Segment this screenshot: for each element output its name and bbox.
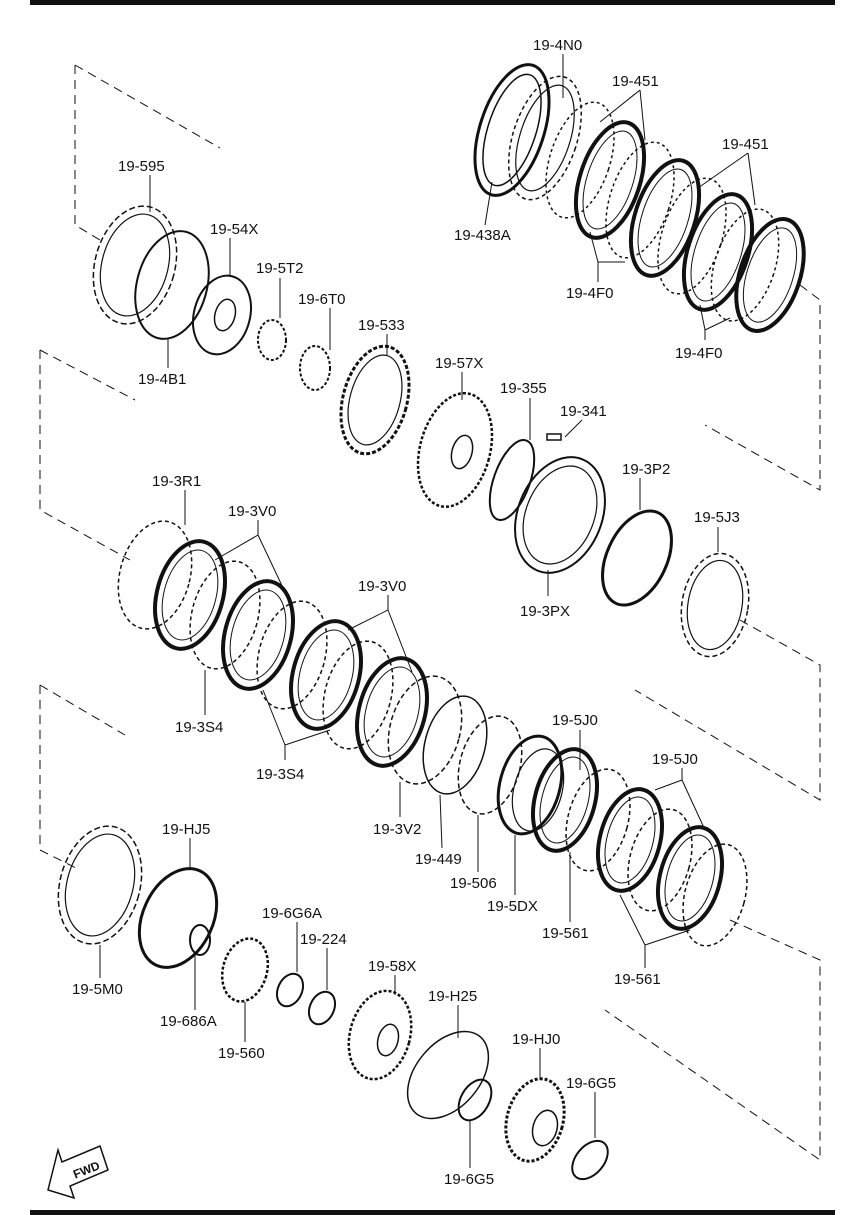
label-19-5DX: 19-5DX — [487, 898, 538, 915]
label-19-449: 19-449 — [415, 851, 462, 868]
label-19-561-a: 19-561 — [542, 925, 589, 942]
label-19-451-b: 19-451 — [722, 136, 769, 153]
top-border — [30, 0, 835, 5]
label-19-4B1: 19-4B1 — [138, 371, 186, 388]
label-19-6G5-a: 19-6G5 — [566, 1075, 616, 1092]
label-19-3V0-a: 19-3V0 — [228, 503, 276, 520]
label-19-HJ5: 19-HJ5 — [162, 821, 210, 838]
label-19-3S4-b: 19-3S4 — [256, 766, 304, 783]
label-19-595: 19-595 — [118, 158, 165, 175]
label-19-3PX: 19-3PX — [520, 603, 570, 620]
planetary-lower-group — [57, 825, 609, 1181]
label-19-57X: 19-57X — [435, 355, 483, 372]
label-19-3P2: 19-3P2 — [622, 461, 670, 478]
label-19-3S4-a: 19-3S4 — [175, 719, 223, 736]
label-19-561-b: 19-561 — [614, 971, 661, 988]
label-19-355: 19-355 — [500, 380, 547, 397]
label-19-5J0-b: 19-5J0 — [652, 751, 698, 768]
label-19-H25: 19-H25 — [428, 988, 477, 1005]
planetary-upper-group — [92, 205, 750, 658]
label-19-6G6A: 19-6G6A — [262, 905, 322, 922]
label-19-533: 19-533 — [358, 317, 405, 334]
label-19-224: 19-224 — [300, 931, 347, 948]
label-19-451-a: 19-451 — [612, 73, 659, 90]
label-19-686A: 19-686A — [160, 1013, 217, 1030]
label-19-58X: 19-58X — [368, 958, 416, 975]
label-19-560: 19-560 — [218, 1045, 265, 1062]
bottom-border — [30, 1210, 835, 1215]
label-19-3V0-b: 19-3V0 — [358, 578, 406, 595]
label-19-506: 19-506 — [450, 875, 497, 892]
label-19-3V2: 19-3V2 — [373, 821, 421, 838]
assembly-guides — [39, 64, 821, 1161]
label-19-5J3: 19-5J3 — [694, 509, 740, 526]
label-19-4F0-a: 19-4F0 — [566, 285, 614, 302]
label-19-4F0-b: 19-4F0 — [675, 345, 723, 362]
label-19-5J0-a: 19-5J0 — [552, 712, 598, 729]
lower-clutch-pack — [531, 747, 748, 947]
fwd-arrow-icon: FWD — [47, 1144, 109, 1200]
label-19-341: 19-341 — [560, 403, 607, 420]
leader-lines — [99, 54, 756, 1168]
label-19-438A: 19-438A — [454, 227, 511, 244]
label-19-3R1: 19-3R1 — [152, 473, 201, 490]
label-19-6G5-b: 19-6G5 — [444, 1171, 494, 1188]
label-19-6T0: 19-6T0 — [298, 291, 346, 308]
label-19-HJ0: 19-HJ0 — [512, 1031, 560, 1048]
upper-clutch-pack — [473, 63, 806, 333]
label-19-54X: 19-54X — [210, 221, 258, 238]
part-labels: 19-4N0 19-451 19-451 19-438A 19-4F0 19-4… — [72, 37, 769, 1188]
middle-clutch-pack — [117, 520, 565, 836]
label-19-5M0: 19-5M0 — [72, 981, 123, 998]
label-19-4N0: 19-4N0 — [533, 37, 582, 54]
label-19-5T2: 19-5T2 — [256, 260, 304, 277]
